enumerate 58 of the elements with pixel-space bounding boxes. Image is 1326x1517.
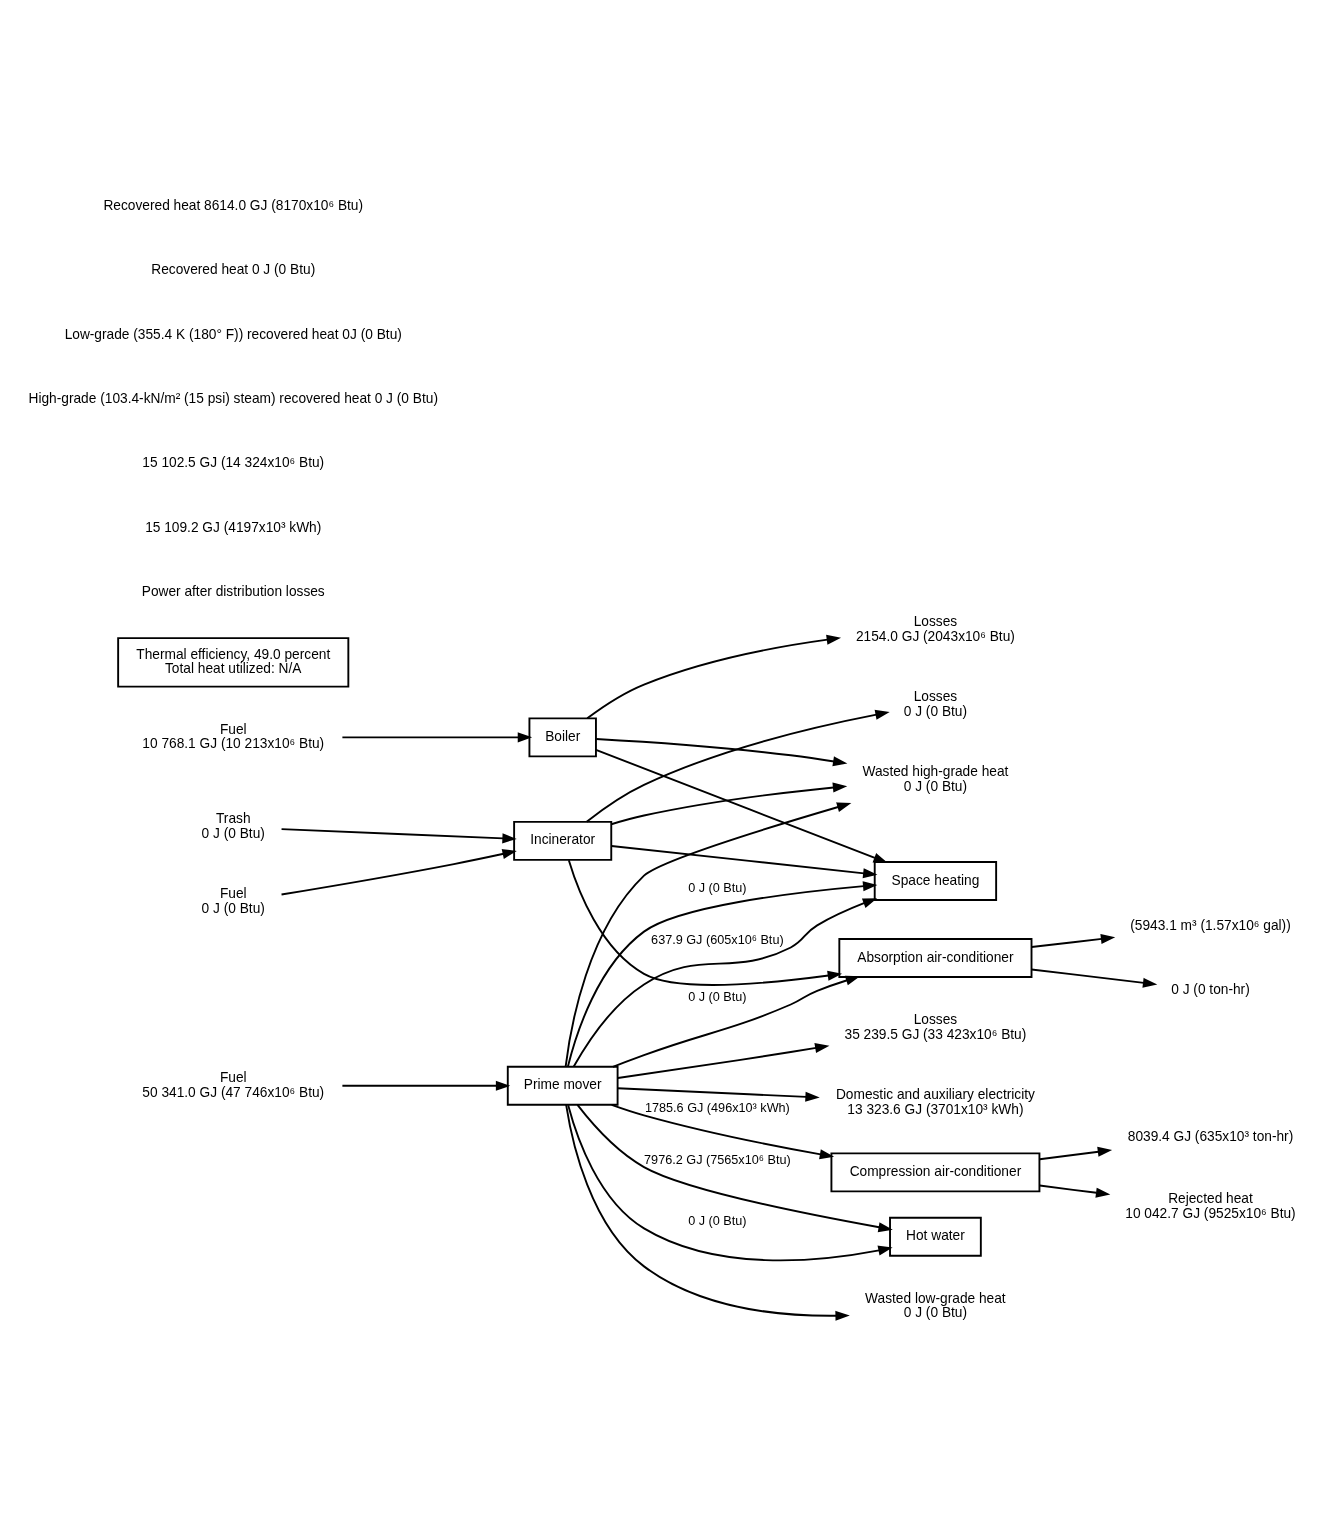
node-text: Domestic and auxiliary electricity 13 323.6 GJ (3701x10³ kWh) bbox=[835, 1086, 1035, 1117]
node-text: Fuel 0 J (0 Btu) bbox=[201, 885, 265, 916]
node-box: Absorption air-conditioner bbox=[838, 937, 1033, 978]
node-text: Wasted high-grade heat 0 J (0 Btu) bbox=[862, 763, 1009, 794]
arrow bbox=[616, 1042, 830, 1079]
arrow bbox=[567, 858, 843, 986]
arrow bbox=[1030, 933, 1116, 948]
label: High-grade (103.4-kN/m² (15 psi) steam) recovered heat 0 J (0 Btu) bbox=[28, 390, 438, 406]
arrow bbox=[280, 848, 517, 895]
arrow bbox=[1038, 1146, 1113, 1160]
node-text: Losses 35 239.5 GJ (33 423x10⁶ Btu) bbox=[844, 1011, 1027, 1042]
arrow bbox=[341, 1080, 511, 1091]
node-text: Rejected heat 10 042.7 GJ (9525x10⁶ Btu) bbox=[1125, 1190, 1296, 1221]
edge-label: 637.9 GJ (605x10⁶ Btu) bbox=[651, 932, 784, 947]
node-text: 8039.4 GJ (635x10³ ton-hr) bbox=[1127, 1128, 1294, 1144]
arrow bbox=[576, 1103, 893, 1232]
label: Recovered heat 0 J (0 Btu) bbox=[151, 261, 316, 277]
node-text: Losses 2154.0 GJ (2043x10⁶ Btu) bbox=[855, 613, 1015, 644]
arrow bbox=[1038, 1184, 1111, 1198]
node-box: Boiler bbox=[528, 716, 597, 757]
node-box: Space heating bbox=[873, 860, 998, 901]
arrow bbox=[611, 975, 861, 1068]
node-box: Incinerator bbox=[513, 820, 613, 861]
arrow bbox=[610, 782, 848, 825]
label: Recovered heat 8614.0 GJ (8170x10⁶ Btu) bbox=[103, 197, 364, 213]
node-text: Trash 0 J (0 Btu) bbox=[201, 810, 265, 841]
edge-label: 0 J (0 Btu) bbox=[688, 880, 747, 895]
arrow bbox=[616, 1086, 820, 1102]
node-text: Fuel 10 768.1 GJ (10 213x10⁶ Btu) bbox=[142, 721, 325, 751]
arrow bbox=[595, 737, 848, 766]
arrow bbox=[564, 801, 852, 1067]
arrow bbox=[595, 748, 888, 863]
arrow bbox=[341, 731, 533, 742]
node-text: Wasted low-grade heat 0 J (0 Btu) bbox=[865, 1290, 1006, 1320]
node-box: Hot water bbox=[889, 1216, 982, 1257]
node-box: Compression air-conditioner bbox=[830, 1151, 1041, 1192]
arrow bbox=[1030, 968, 1158, 988]
arrow bbox=[585, 709, 890, 823]
node-box: Prime mover bbox=[506, 1065, 619, 1106]
label: Power after distribution losses bbox=[141, 583, 325, 599]
edge-label: 0 J (0 Btu) bbox=[688, 989, 747, 1004]
edge-label: 0 J (0 Btu) bbox=[688, 1213, 747, 1228]
edge-label: 7976.2 GJ (7565x10⁶ Btu) bbox=[644, 1152, 791, 1167]
arrow bbox=[280, 827, 517, 843]
arrow bbox=[567, 1103, 893, 1261]
label: Low-grade (355.4 K (180° F)) recovered heat 0J (0 Btu) bbox=[64, 326, 402, 342]
node-text: (5943.1 m³ (1.57x10⁶ gal)) bbox=[1130, 917, 1291, 933]
arrow bbox=[565, 1103, 850, 1321]
arrow bbox=[610, 1103, 835, 1159]
label: 15 102.5 GJ (14 324x10⁶ Btu) bbox=[142, 454, 325, 470]
node-box: Thermal efficiency, 49.0 percent Total heat utilized: N/A bbox=[117, 636, 350, 688]
label: 15 109.2 GJ (4197x10³ kWh) bbox=[145, 519, 322, 535]
arrow bbox=[610, 844, 878, 878]
arrow bbox=[586, 634, 842, 719]
node-text: Losses 0 J (0 Btu) bbox=[903, 688, 968, 719]
edge-label: 1785.6 GJ (496x10³ kWh) bbox=[644, 1100, 790, 1115]
node-text: Fuel 50 341.0 GJ (47 746x10⁶ Btu) bbox=[142, 1069, 325, 1100]
node-text: 0 J (0 ton-hr) bbox=[1171, 981, 1250, 997]
